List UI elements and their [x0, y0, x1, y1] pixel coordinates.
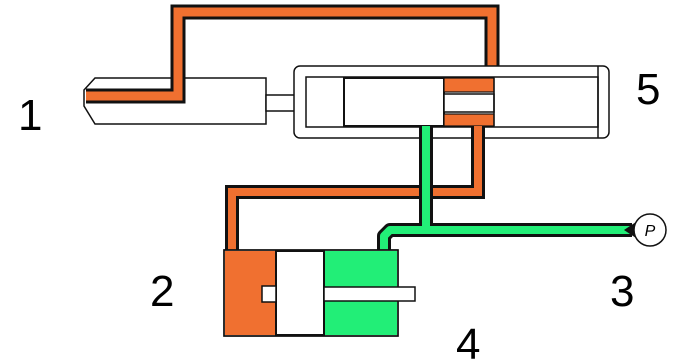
label-4: 4 [456, 320, 480, 363]
label-3: 3 [610, 267, 634, 316]
tool-body [83, 60, 267, 125]
valve-stem [443, 93, 495, 113]
gauge-label: P [645, 223, 656, 240]
cylinder-piston [275, 250, 325, 336]
pressure-gauge-icon: P [624, 213, 667, 247]
cylinder-piston-stub [261, 285, 277, 303]
label-5: 5 [636, 65, 660, 114]
supply-line [377, 126, 632, 252]
label-1: 1 [18, 91, 42, 140]
label-2: 2 [150, 267, 174, 316]
valve-pilot-chamber [443, 77, 495, 127]
pilot-line-return [225, 126, 485, 252]
valve-spool [343, 77, 445, 127]
cylinder-rod [323, 286, 416, 302]
